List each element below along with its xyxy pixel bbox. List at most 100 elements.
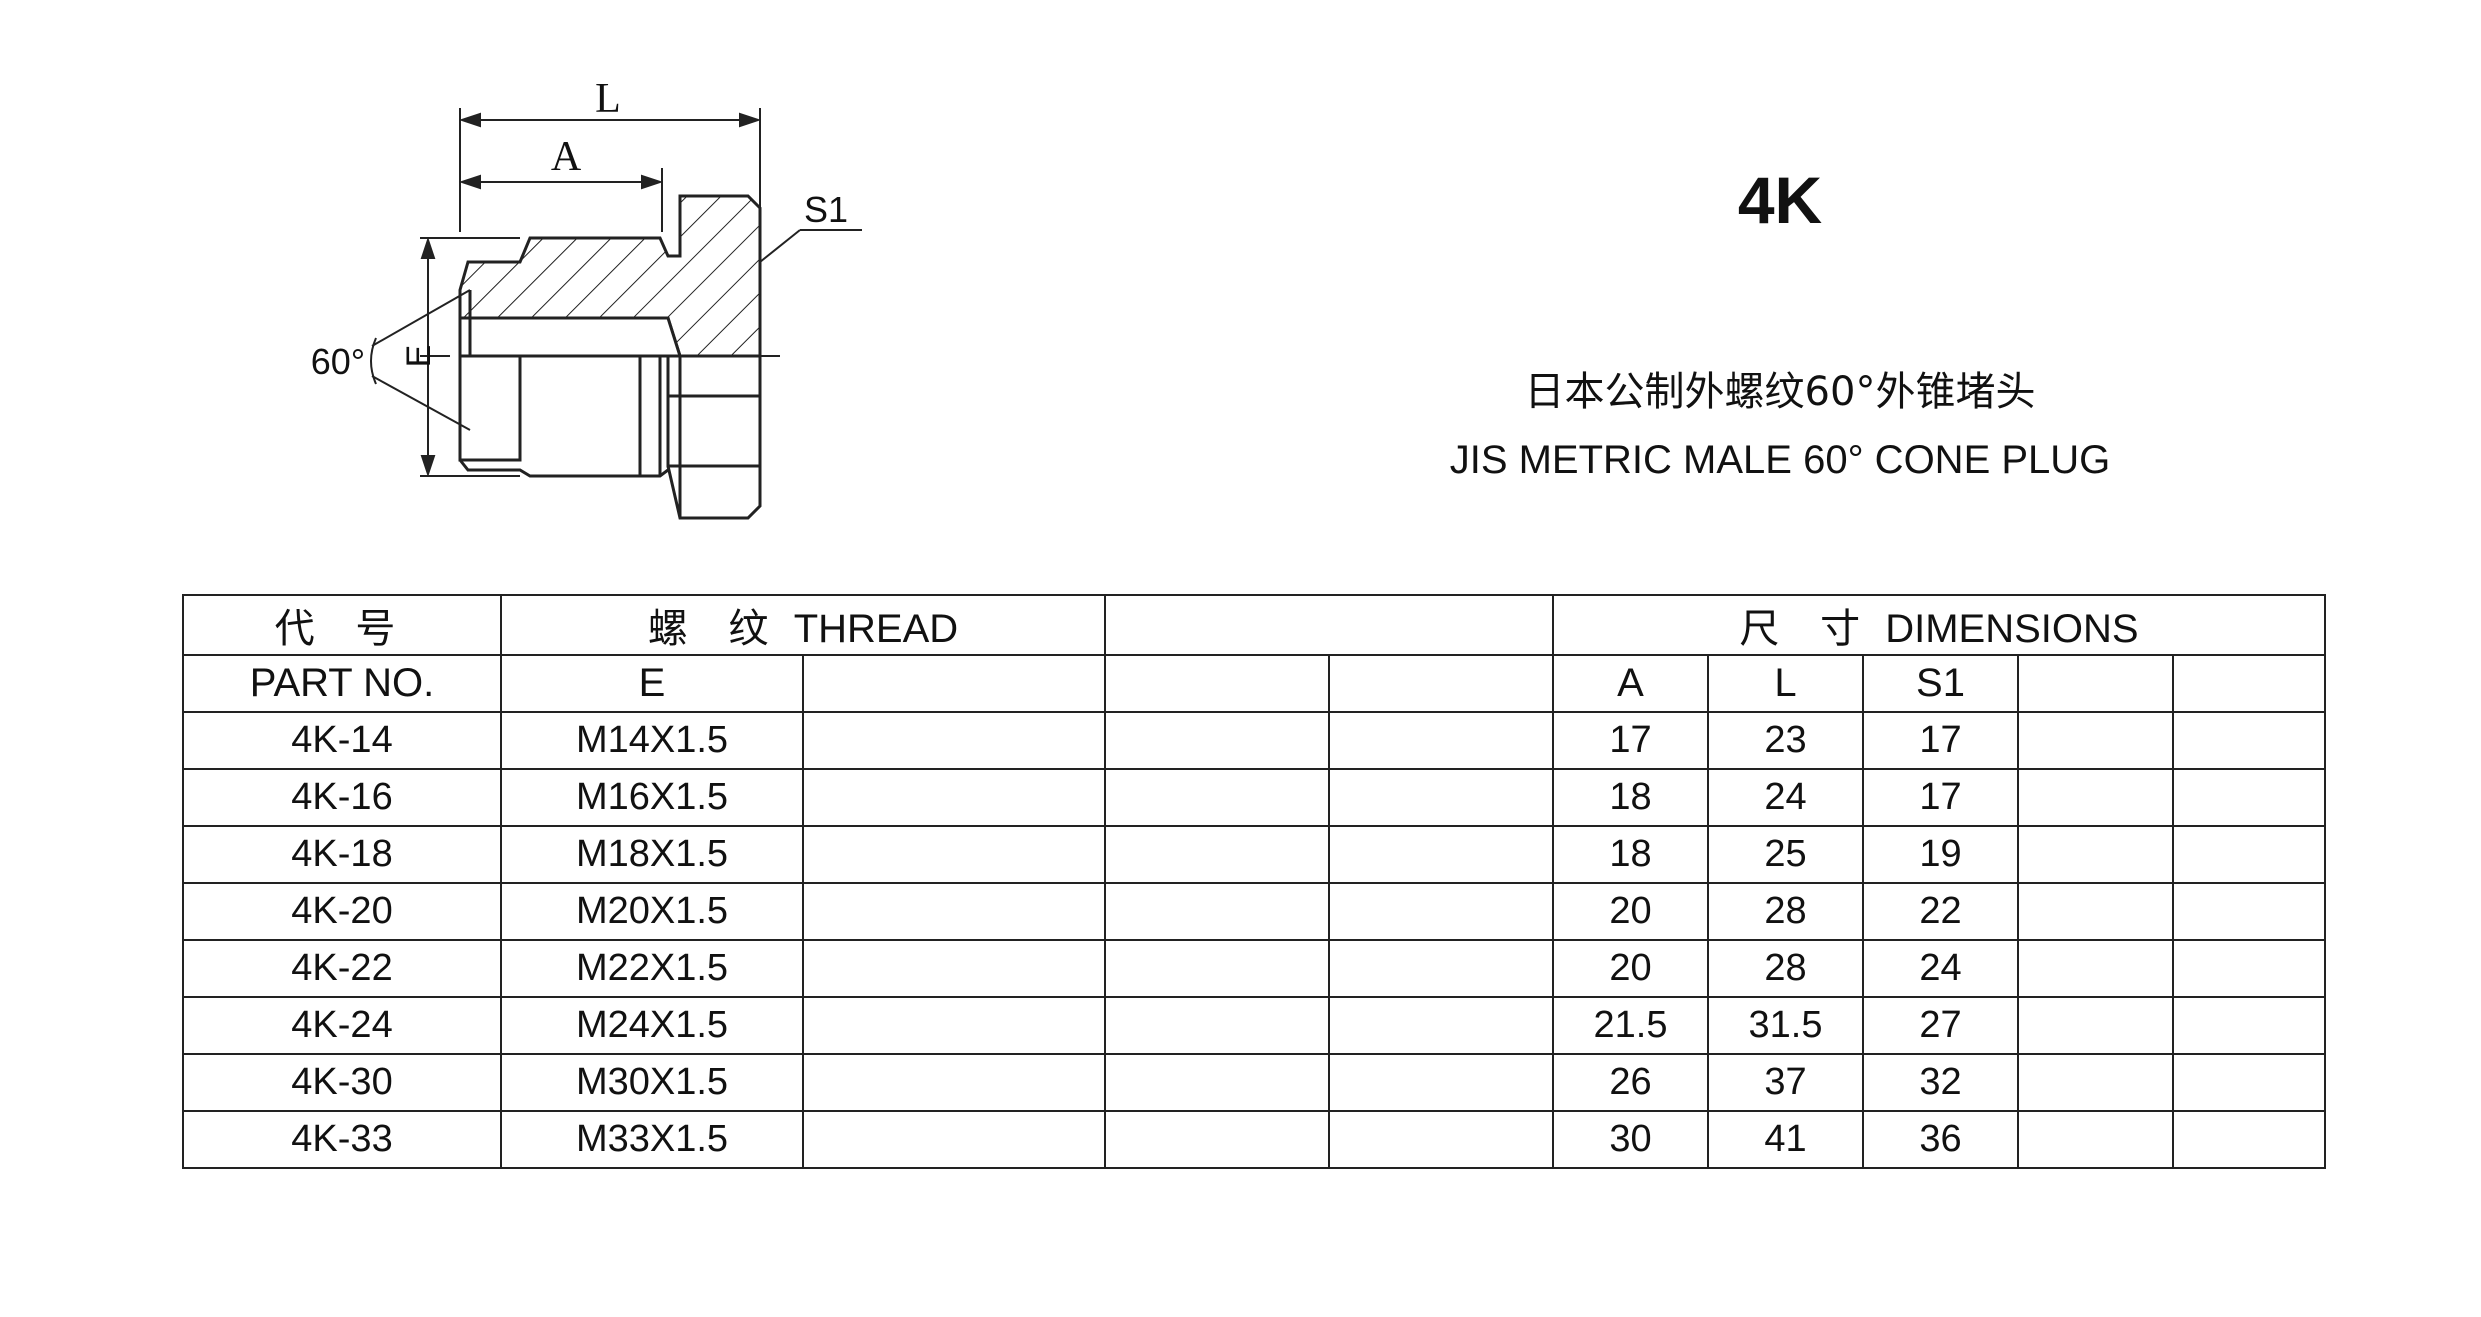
cell-s1: 32 <box>1862 1053 2019 1112</box>
cell-l: 37 <box>1707 1053 1864 1112</box>
cell-a: 30 <box>1552 1110 1709 1169</box>
cell-empty <box>2017 711 2174 770</box>
cell-empty <box>1104 711 1330 770</box>
cell-e: M16X1.5 <box>500 768 804 827</box>
dimension-A <box>458 168 664 232</box>
cell-l: 28 <box>1707 882 1864 941</box>
cell-empty <box>1328 996 1554 1055</box>
cell-empty <box>802 1110 1106 1169</box>
cell-empty <box>2172 996 2326 1055</box>
cell-a: 20 <box>1552 939 1709 998</box>
cell-s1: 24 <box>1862 939 2019 998</box>
cell-empty <box>1328 711 1554 770</box>
cell-part: 4K-22 <box>182 939 502 998</box>
header-part-en: PART NO. <box>182 654 502 713</box>
cell-part: 4K-30 <box>182 1053 502 1112</box>
cell-empty <box>802 825 1106 884</box>
cell-l: 41 <box>1707 1110 1864 1169</box>
cell-a: 17 <box>1552 711 1709 770</box>
label-angle: 60° <box>311 341 365 382</box>
cell-empty <box>802 768 1106 827</box>
cell-empty <box>2172 825 2326 884</box>
cell-e: M33X1.5 <box>500 1110 804 1169</box>
cell-empty <box>1104 1110 1330 1169</box>
label-L: L <box>595 76 621 122</box>
cell-s1: 22 <box>1862 882 2019 941</box>
header-empty <box>2017 654 2174 713</box>
cell-empty <box>802 711 1106 770</box>
cell-e: M18X1.5 <box>500 825 804 884</box>
cell-e: M24X1.5 <box>500 996 804 1055</box>
cell-empty <box>1328 825 1554 884</box>
cell-empty <box>2017 825 2174 884</box>
cell-e: M20X1.5 <box>500 882 804 941</box>
label-A: A <box>551 134 582 180</box>
product-code-title: 4K <box>1737 163 1823 237</box>
cell-empty <box>2017 882 2174 941</box>
header-row-2: PART NO. E A L S1 <box>182 654 2326 713</box>
cell-empty <box>2172 1053 2326 1112</box>
cell-empty <box>1328 1053 1554 1112</box>
cell-empty <box>802 939 1106 998</box>
cell-s1: 19 <box>1862 825 2019 884</box>
cell-part: 4K-14 <box>182 711 502 770</box>
header-empty <box>1328 654 1554 713</box>
cell-a: 21.5 <box>1552 996 1709 1055</box>
header-thread-cn: 螺 纹 <box>647 606 783 652</box>
cell-empty <box>2017 939 2174 998</box>
cell-s1: 17 <box>1862 768 2019 827</box>
cell-empty <box>2172 1110 2326 1169</box>
cone-angle-lines <box>370 289 471 431</box>
cell-e: M14X1.5 <box>500 711 804 770</box>
header-blank <box>1104 594 1554 656</box>
product-title-english: JIS METRIC MALE 60° CONE PLUG <box>1449 438 2111 482</box>
cell-empty <box>1104 939 1330 998</box>
cell-empty <box>2172 711 2326 770</box>
cell-empty <box>2017 1110 2174 1169</box>
dimension-E <box>420 236 520 478</box>
cell-empty <box>2172 882 2326 941</box>
cell-empty <box>802 1053 1106 1112</box>
header-empty <box>802 654 1106 713</box>
cell-empty <box>1328 768 1554 827</box>
cell-l: 28 <box>1707 939 1864 998</box>
cell-empty <box>1104 996 1330 1055</box>
cell-a: 18 <box>1552 825 1709 884</box>
header-empty <box>2172 654 2326 713</box>
cell-a: 20 <box>1552 882 1709 941</box>
cell-empty <box>1104 1053 1330 1112</box>
cell-s1: 36 <box>1862 1110 2019 1169</box>
header-thread: 螺 纹 THREAD <box>500 594 1106 656</box>
product-title-chinese: 日本公制外螺纹60°外锥堵头 <box>1524 369 2036 415</box>
cell-e: M22X1.5 <box>500 939 804 998</box>
cell-l: 25 <box>1707 825 1864 884</box>
cell-l: 23 <box>1707 711 1864 770</box>
cell-part: 4K-24 <box>182 996 502 1055</box>
header-col-S1: S1 <box>1862 654 2019 713</box>
cell-a: 26 <box>1552 1053 1709 1112</box>
cell-empty <box>802 882 1106 941</box>
header-part-cn: 代 号 <box>182 594 502 656</box>
header-col-A: A <box>1552 654 1709 713</box>
cell-l: 24 <box>1707 768 1864 827</box>
header-dimensions-cn: 尺 寸 <box>1739 606 1875 652</box>
cell-empty <box>1328 1110 1554 1169</box>
cell-empty <box>1104 825 1330 884</box>
cell-empty <box>2172 768 2326 827</box>
header-empty <box>1104 654 1330 713</box>
cell-empty <box>2017 1053 2174 1112</box>
header-dimensions: 尺 寸 DIMENSIONS <box>1552 594 2326 656</box>
cell-empty <box>1328 939 1554 998</box>
label-S1: S1 <box>804 189 848 230</box>
leader-S1 <box>759 229 862 263</box>
cell-empty <box>802 996 1106 1055</box>
header-col-L: L <box>1707 654 1864 713</box>
body-outline <box>458 290 762 520</box>
